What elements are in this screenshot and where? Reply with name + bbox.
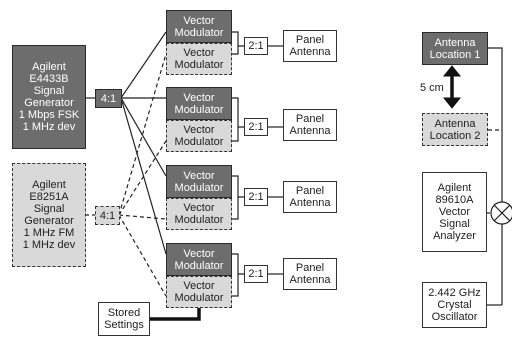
splitter-4to1-top: 4:1 [95, 89, 122, 108]
antenna-location-1: Antenna Location 1 [422, 32, 488, 65]
crystal-oscillator: 2.442 GHz Crystal Oscillator [422, 282, 487, 328]
vector-signal-analyzer: Agilent 89610A Vector Signal Analyzer [422, 172, 487, 252]
signal-generator-e8251a: Agilent E8251A Signal Generator 1 MHz FM… [12, 163, 86, 267]
panel-antenna: Panel Antenna [283, 30, 337, 62]
panel-antenna: Panel Antenna [283, 258, 337, 290]
vector-modulator: Vector Modulator [166, 43, 232, 75]
panel-antenna: Panel Antenna [283, 181, 337, 213]
vector-modulator: Vector Modulator [166, 87, 232, 120]
vector-modulator: Vector Modulator [166, 198, 232, 230]
combiner-2to1: 2:1 [244, 188, 268, 206]
vector-modulator: Vector Modulator [166, 10, 232, 43]
antenna-location-2: Antenna Location 2 [422, 113, 488, 146]
vector-modulator: Vector Modulator [166, 276, 232, 308]
combiner-2to1: 2:1 [244, 118, 268, 136]
distance-label: 5 cm [420, 82, 444, 94]
combiner-2to1: 2:1 [244, 265, 268, 283]
stored-settings: Stored Settings [98, 302, 150, 336]
vector-modulator: Vector Modulator [166, 243, 232, 276]
vector-modulator: Vector Modulator [166, 120, 232, 152]
splitter-4to1-bottom: 4:1 [95, 206, 120, 225]
signal-generator-e4433b: Agilent E4433B Signal Generator 1 Mbps F… [12, 45, 86, 149]
panel-antenna: Panel Antenna [283, 109, 337, 141]
vector-modulator: Vector Modulator [166, 165, 232, 198]
combiner-2to1: 2:1 [244, 37, 268, 55]
